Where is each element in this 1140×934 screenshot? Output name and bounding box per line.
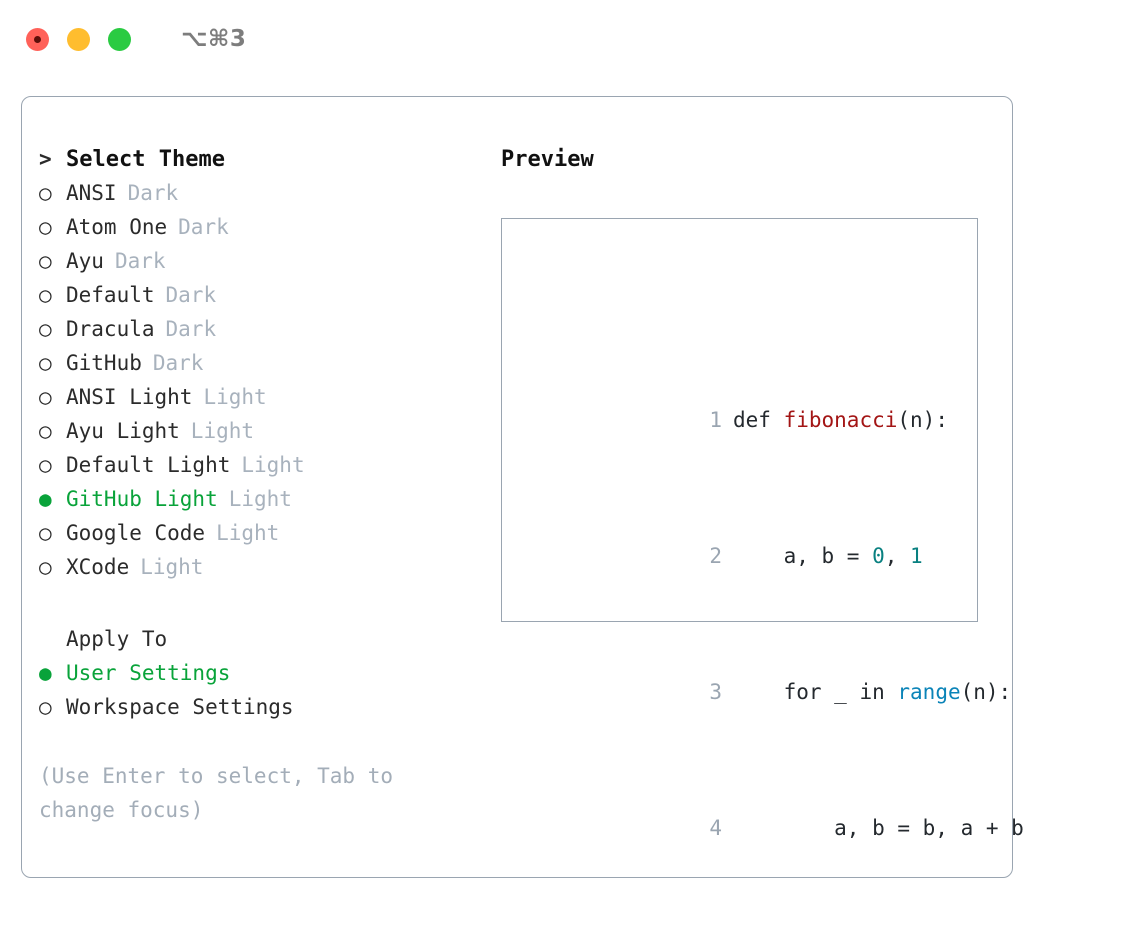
title-bar: ⌥⌘3 (0, 0, 1140, 78)
radio-off-icon[interactable] (39, 215, 66, 239)
theme-item-ansi-light[interactable]: ANSI Light Light (39, 385, 479, 419)
theme-item-default-light[interactable]: Default Light Light (39, 453, 479, 487)
code-line: 5 return a (519, 913, 1049, 934)
code-token-number: 1 (910, 544, 923, 568)
theme-category: Light (216, 521, 280, 545)
select-theme-heading: Select Theme (39, 147, 479, 181)
keyboard-hint-text: (Use Enter to select, Tab to change focu… (39, 764, 394, 822)
theme-category: Light (190, 419, 255, 443)
code-line: 3 for _ in range(n): (519, 641, 1049, 704)
theme-name: Default (66, 283, 155, 307)
theme-item-xcode-light[interactable]: XCode Light (39, 555, 479, 589)
code-token-function: fibonacci (783, 408, 898, 432)
radio-off-icon[interactable] (39, 555, 66, 579)
theme-category: Dark (178, 215, 229, 239)
theme-item-atom-one-dark[interactable]: Atom One Dark (39, 215, 479, 249)
code-token: (n): (897, 408, 948, 432)
code-line: 4 a, b = b, a + b (519, 777, 1049, 840)
theme-item-ansi-dark[interactable]: ANSI Dark (39, 181, 479, 215)
theme-name: Google Code (66, 521, 206, 545)
apply-to-label: Apply To (66, 627, 168, 651)
line-number: 3 (709, 680, 723, 704)
close-button-icon[interactable] (26, 27, 49, 51)
theme-picker-column: Select Theme ANSI Dark Atom One Dark Ayu… (39, 147, 479, 827)
theme-name: GitHub Light (66, 487, 218, 511)
theme-name: Dracula (66, 317, 155, 341)
theme-category: Light (140, 555, 204, 579)
code-token: , (884, 544, 911, 568)
section-spacer (39, 589, 479, 627)
theme-category: Dark (127, 181, 179, 205)
theme-item-google-code-light[interactable]: Google Code Light (39, 521, 479, 555)
traffic-lights (26, 27, 131, 51)
theme-category: Light (241, 453, 305, 477)
minimize-button-icon[interactable] (67, 27, 90, 51)
theme-category: Dark (165, 317, 217, 341)
theme-category: Dark (165, 283, 217, 307)
theme-name: Default Light (66, 453, 231, 477)
zoom-button-icon[interactable] (108, 27, 131, 51)
theme-item-ayu-light[interactable]: Ayu Light Light (39, 419, 479, 453)
line-number: 1 (709, 408, 723, 432)
theme-name: Atom One (66, 215, 168, 239)
radio-off-icon[interactable] (39, 181, 66, 205)
theme-name: Ayu Light (66, 419, 180, 443)
code-token: a, b = b, a + b (733, 816, 1024, 840)
theme-item-default-dark[interactable]: Default Dark (39, 283, 479, 317)
line-number: 2 (709, 544, 723, 568)
theme-item-github-dark[interactable]: GitHub Dark (39, 351, 479, 385)
caret-icon (39, 147, 66, 171)
radio-off-icon[interactable] (39, 385, 66, 409)
radio-off-icon[interactable] (39, 283, 66, 307)
radio-off-icon[interactable] (39, 695, 66, 719)
radio-off-icon[interactable] (39, 249, 66, 273)
theme-name: XCode (66, 555, 130, 579)
spacer-icon (39, 627, 66, 651)
apply-to-user-settings[interactable]: User Settings (39, 661, 479, 695)
code-token: (n): (960, 680, 1012, 704)
radio-on-icon[interactable] (39, 661, 66, 685)
radio-off-icon[interactable] (39, 453, 66, 477)
radio-off-icon[interactable] (39, 351, 66, 375)
code-token-number: 0 (872, 544, 885, 568)
radio-off-icon[interactable] (39, 521, 66, 545)
theme-name: ANSI Light (66, 385, 193, 409)
code-line: 1 def fibonacci(n): (519, 369, 1049, 432)
theme-name: ANSI (66, 181, 117, 205)
main-panel: Select Theme ANSI Dark Atom One Dark Ayu… (21, 96, 1024, 878)
line-number: 4 (709, 816, 723, 840)
apply-to-option-label: Workspace Settings (66, 695, 294, 719)
keyboard-shortcut-label: ⌥⌘3 (181, 26, 247, 52)
theme-item-ayu-dark[interactable]: Ayu Dark (39, 249, 479, 283)
apply-to-workspace-settings[interactable]: Workspace Settings (39, 695, 479, 729)
apply-to-option-label: User Settings (66, 661, 231, 685)
theme-name: GitHub (66, 351, 142, 375)
radio-on-icon[interactable] (39, 487, 66, 511)
preview-heading: Preview (501, 147, 594, 172)
theme-name: Ayu (66, 249, 104, 273)
theme-category: Light (228, 487, 292, 511)
code-line: 2 a, b = 0, 1 (519, 505, 1049, 568)
panel-columns: Select Theme ANSI Dark Atom One Dark Ayu… (22, 97, 1024, 877)
code-token: for _ in (733, 680, 898, 704)
theme-category: Dark (114, 249, 166, 273)
page-title: Select Theme (66, 147, 225, 172)
apply-to-heading: Apply To (39, 627, 479, 661)
theme-category: Light (203, 385, 267, 409)
code-token: def (733, 408, 784, 432)
code-token-builtin: range (897, 680, 961, 704)
radio-off-icon[interactable] (39, 317, 66, 341)
theme-item-dracula-dark[interactable]: Dracula Dark (39, 317, 479, 351)
code-token: a, b = (733, 544, 873, 568)
radio-off-icon[interactable] (39, 419, 66, 443)
theme-item-github-light[interactable]: GitHub Light Light (39, 487, 479, 521)
theme-category: Dark (152, 351, 204, 375)
